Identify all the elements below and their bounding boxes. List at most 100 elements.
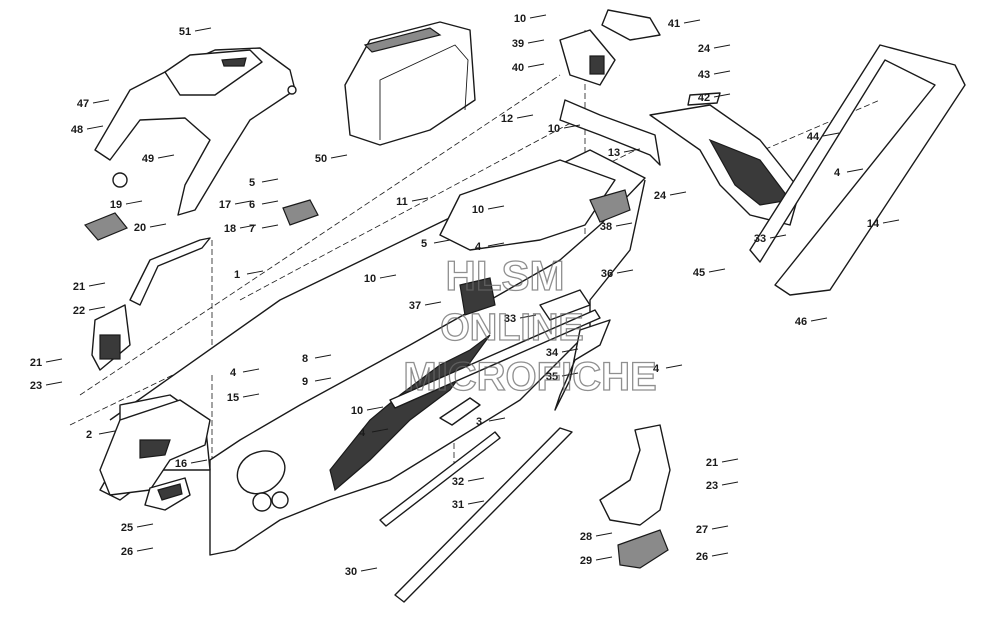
watermark: HLSM ONLINE MICROFICHE — [403, 251, 658, 399]
callout-37: 37 — [409, 300, 421, 312]
rail-part-35 — [389, 309, 601, 409]
bracket-part-37 — [459, 277, 496, 316]
callout-18: 18 — [224, 223, 236, 235]
leader-line-40 — [527, 63, 545, 68]
leader-line-10 — [529, 14, 547, 19]
callout-36: 36 — [601, 268, 613, 280]
callout-2: 2 — [86, 429, 92, 441]
leader-line-36 — [616, 269, 634, 274]
leader-line-42 — [713, 93, 731, 98]
callout-24: 24 — [698, 43, 711, 55]
callout-41: 41 — [668, 18, 680, 30]
leader-line-22 — [88, 306, 106, 311]
strip-part-32 — [379, 431, 501, 527]
leader-line-46 — [810, 317, 828, 322]
reference-line-bumper — [739, 99, 881, 161]
callout-38: 38 — [600, 221, 612, 233]
leader-line-19 — [125, 200, 143, 205]
callout-34: 34 — [546, 347, 559, 359]
leader-line-9 — [314, 377, 332, 382]
hitch-parts-39-41 — [559, 9, 661, 86]
callout-10: 10 — [472, 204, 484, 216]
rod-part-31 — [394, 427, 573, 603]
leader-line-45 — [708, 268, 726, 273]
reference-line-tunnel — [239, 117, 581, 301]
callout-17: 17 — [219, 199, 231, 211]
callout-28: 28 — [580, 531, 592, 543]
callout-5: 5 — [249, 177, 255, 189]
leader-line-21 — [721, 458, 739, 463]
callout-13: 13 — [608, 147, 620, 159]
leader-line-5 — [261, 178, 279, 183]
bar-part-17 — [129, 237, 211, 306]
callout-19: 19 — [110, 199, 122, 211]
bracket-part-25 — [144, 477, 191, 511]
leader-line-24 — [669, 191, 687, 196]
callout-4: 4 — [230, 367, 237, 379]
bracket-part-13 — [559, 99, 661, 166]
callout-26: 26 — [121, 546, 133, 558]
leader-line-10 — [379, 274, 397, 279]
leader-line-15 — [242, 393, 260, 398]
callout-9: 9 — [302, 376, 308, 388]
storage-bag-part-50 — [344, 21, 476, 146]
leader-line-4 — [371, 428, 389, 433]
leader-line-1 — [246, 270, 264, 275]
leader-line-6 — [261, 200, 279, 205]
leader-line-27 — [711, 525, 729, 530]
leader-line-3 — [488, 417, 506, 422]
bracket-part-2 — [99, 399, 211, 496]
leader-line-17 — [234, 200, 252, 205]
seat-cover-part-47 — [94, 47, 297, 216]
callout-35: 35 — [546, 371, 558, 383]
leader-line-35 — [561, 372, 579, 377]
leader-line-11 — [411, 197, 429, 202]
callout-32: 32 — [452, 476, 464, 488]
leader-line-21 — [88, 282, 106, 287]
callout-33: 33 — [754, 233, 766, 245]
callout-31: 31 — [452, 499, 464, 511]
leader-line-12 — [516, 114, 534, 119]
watermark-line-3: MICROFICHE — [403, 355, 656, 399]
leader-line-8 — [314, 354, 332, 359]
leader-line-4 — [665, 364, 683, 369]
callout-4: 4 — [359, 427, 366, 439]
leader-line-5 — [433, 239, 451, 244]
callout-47: 47 — [77, 98, 89, 110]
leader-line-18 — [239, 224, 257, 229]
callout-10: 10 — [548, 123, 560, 135]
callout-44: 44 — [807, 131, 820, 143]
leader-line-14 — [882, 219, 900, 224]
leader-line-39 — [527, 39, 545, 44]
leader-line-16 — [190, 459, 208, 464]
callout-10: 10 — [351, 405, 363, 417]
bumper-part-14 — [749, 44, 966, 296]
plate-part-38 — [589, 189, 631, 223]
callout-46: 46 — [795, 316, 807, 328]
callout-45: 45 — [693, 267, 705, 279]
leader-line-47 — [92, 99, 110, 104]
callout-11: 11 — [396, 196, 408, 208]
callout-23: 23 — [706, 480, 718, 492]
reference-line-upper — [79, 74, 561, 396]
callout-4: 4 — [475, 241, 482, 253]
callout-27: 27 — [696, 524, 708, 536]
callout-24: 24 — [654, 190, 667, 202]
callout-25: 25 — [121, 522, 133, 534]
leader-line-44 — [822, 132, 840, 137]
watermark-line-2: ONLINE — [440, 307, 584, 349]
rail-part-3 — [439, 397, 481, 426]
leader-line-13 — [623, 148, 641, 153]
callout-1: 1 — [234, 269, 240, 281]
callout-40: 40 — [512, 62, 524, 74]
callout-8: 8 — [302, 353, 308, 365]
callout-4: 4 — [834, 167, 841, 179]
callout-49: 49 — [142, 153, 154, 165]
callout-14: 14 — [867, 218, 880, 230]
leader-line-29 — [595, 556, 613, 561]
callout-4: 4 — [653, 363, 660, 375]
leader-line-48 — [86, 125, 104, 130]
